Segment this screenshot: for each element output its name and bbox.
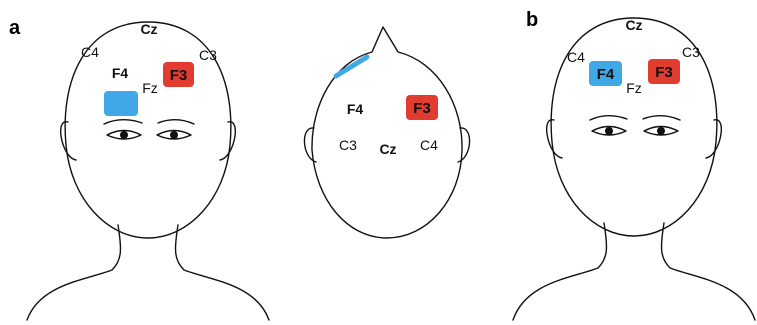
panel-b-neck-shoulders: [512, 222, 756, 321]
panel-a-left-eye: [106, 129, 142, 140]
panel-a-right-ear: [219, 121, 236, 161]
panel-a-cathode-electrode: [163, 62, 194, 87]
panel-a-left-eyebrow: [103, 119, 143, 125]
top-view-right-ear: [457, 127, 471, 163]
panel-a-right-eyebrow: [157, 119, 195, 125]
panel-b-head-outline: [550, 17, 718, 237]
panel-b-label-fz: Fz: [626, 80, 642, 96]
top-view-label-f3: F3: [413, 100, 431, 117]
panel-b-right-ear: [705, 119, 722, 159]
panel-b-right-eyebrow: [642, 115, 681, 121]
panel-a-label-cz: Cz: [140, 21, 157, 37]
panel-b-left-eye: [591, 125, 627, 136]
panel-a-left-ear: [60, 121, 77, 161]
panel-a-neck-shoulders: [26, 224, 270, 321]
top-view-anode-electrode: [333, 54, 370, 79]
panel-a-label-fz: Fz: [142, 80, 158, 96]
top-view-label-f4: F4: [347, 101, 364, 117]
top-view-head-outline: [311, 26, 463, 239]
panel-b-right-eye: [643, 125, 679, 136]
panel-a-label-f3: F3: [170, 67, 188, 84]
panel-a-label-c3: C3: [199, 47, 217, 63]
panel-a-head-outline: [64, 21, 232, 239]
panel-b-letter: b: [526, 9, 538, 31]
panel-a-label-c4: C4: [81, 44, 99, 60]
panel-b: b F4 F3 Cz C4 C3 Fz: [512, 9, 756, 321]
panel-a-anode-electrode: [104, 91, 138, 116]
top-view-label-cz: Cz: [379, 141, 396, 157]
panel-top-view: F3 F4 C3 Cz C4: [303, 26, 471, 239]
top-view-left-ear: [303, 127, 317, 163]
panel-a: a F3 Cz C4 C3 F4 Fz: [9, 17, 270, 321]
panel-b-anode-electrode: [589, 61, 622, 86]
panel-b-cathode-electrode: [648, 59, 680, 84]
top-view-label-c3: C3: [339, 137, 357, 153]
panel-a-right-eye: [156, 129, 192, 140]
panel-b-label-c4: C4: [567, 49, 585, 65]
top-view-cathode-electrode: [406, 95, 438, 120]
panel-b-label-f4: F4: [597, 66, 615, 83]
panel-a-label-f4: F4: [112, 65, 129, 81]
top-view-label-c4: C4: [420, 137, 438, 153]
panel-a-letter: a: [9, 17, 21, 39]
panel-b-label-f3: F3: [655, 64, 673, 81]
panel-b-label-cz: Cz: [625, 17, 642, 33]
panel-b-label-c3: C3: [682, 44, 700, 60]
panel-b-left-eyebrow: [589, 115, 628, 121]
panel-b-left-ear: [546, 119, 563, 159]
